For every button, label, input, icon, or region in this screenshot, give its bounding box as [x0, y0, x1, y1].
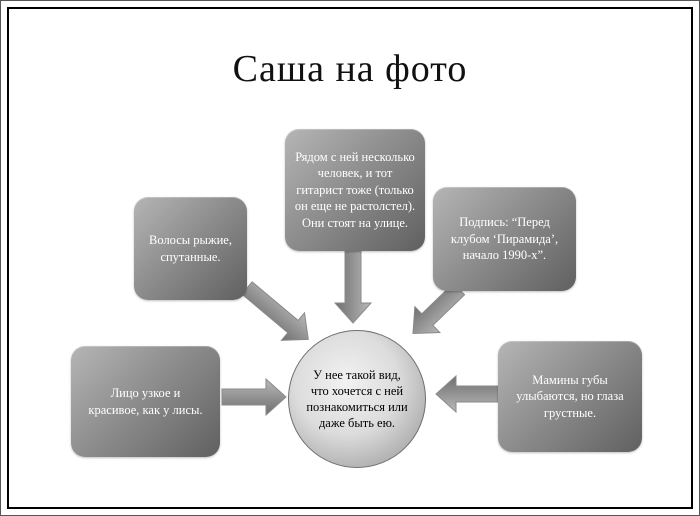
arrow-from-lips: [435, 374, 499, 414]
center-circle-text: У нее такой вид, что хочется с ней позна…: [306, 367, 408, 431]
arrow-from-surroundings: [333, 250, 373, 324]
center-circle: У нее такой вид, что хочется с ней позна…: [288, 330, 426, 468]
callout-hair: Волосы рыжие, спутанные.: [134, 197, 247, 300]
callout-lips: Мамины губы улыбаются, но глаза грустные…: [498, 341, 642, 452]
callout-face-text: Лицо узкое и красивое, как у лисы.: [88, 386, 203, 417]
callout-face: Лицо узкое и красивое, как у лисы.: [71, 346, 220, 457]
slide-title: Саша на фото: [232, 48, 468, 90]
callout-surroundings-text: Рядом с ней несколько человек, и тот гит…: [294, 149, 416, 230]
callout-lips-text: Мамины губы улыбаются, но глаза грустные…: [516, 372, 624, 420]
arrow-from-face: [221, 377, 287, 417]
callout-hair-text: Волосы рыжие, спутанные.: [149, 233, 232, 264]
callout-caption: Подпись: “Перед клубом ‘Пирамида’, начал…: [433, 187, 576, 291]
callout-caption-text: Подпись: “Перед клубом ‘Пирамида’, начал…: [450, 215, 559, 263]
callout-surroundings: Рядом с ней несколько человек, и тот гит…: [285, 129, 425, 251]
arrow-from-hair: [241, 281, 309, 341]
